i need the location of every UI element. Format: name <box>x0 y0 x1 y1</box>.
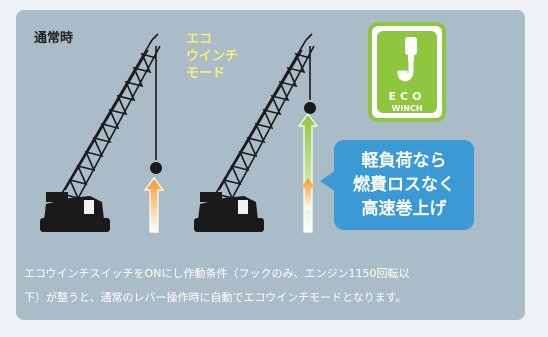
description-line-2: 下）が整うと、通常のレバー操作時に自動でエコウインチモードとなります。 <box>24 291 407 304</box>
benefit-callout: 軽負荷なら 燃費ロスなく 高速巻上げ <box>334 140 474 230</box>
eco-label-line-2: ウインチ <box>186 49 239 64</box>
eco-label-line-3: モード <box>186 66 226 81</box>
lift-arrow-eco <box>298 113 318 233</box>
crane-normal-illustration <box>40 33 162 232</box>
description-line-1: エコウインチスイッチをONにし作動条件（フックのみ、エンジン1150回転以 <box>24 267 410 280</box>
callout-pointer <box>320 170 336 192</box>
normal-mode-label: 通常時 <box>34 31 74 46</box>
lift-arrow-normal <box>144 177 164 233</box>
eco-winch-badge: ECO WINCH <box>368 22 446 122</box>
callout-line-1: 軽負荷なら <box>361 151 447 171</box>
feature-description: エコウインチスイッチをONにし作動条件（フックのみ、エンジン1150回転以 下）… <box>24 262 524 310</box>
hook-icon <box>397 37 417 82</box>
callout-line-2: 燃費ロスなく <box>353 175 455 195</box>
eco-badge-fill: ECO WINCH <box>377 31 437 113</box>
eco-badge-word: ECO <box>388 90 426 103</box>
callout-line-3: 高速巻上げ <box>361 199 447 219</box>
eco-winch-mode-label: エコ ウインチ モード <box>186 31 238 82</box>
eco-badge-sub: WINCH <box>391 104 423 113</box>
crane-eco-illustration <box>194 33 316 232</box>
eco-label-line-1: エコ <box>186 32 213 47</box>
